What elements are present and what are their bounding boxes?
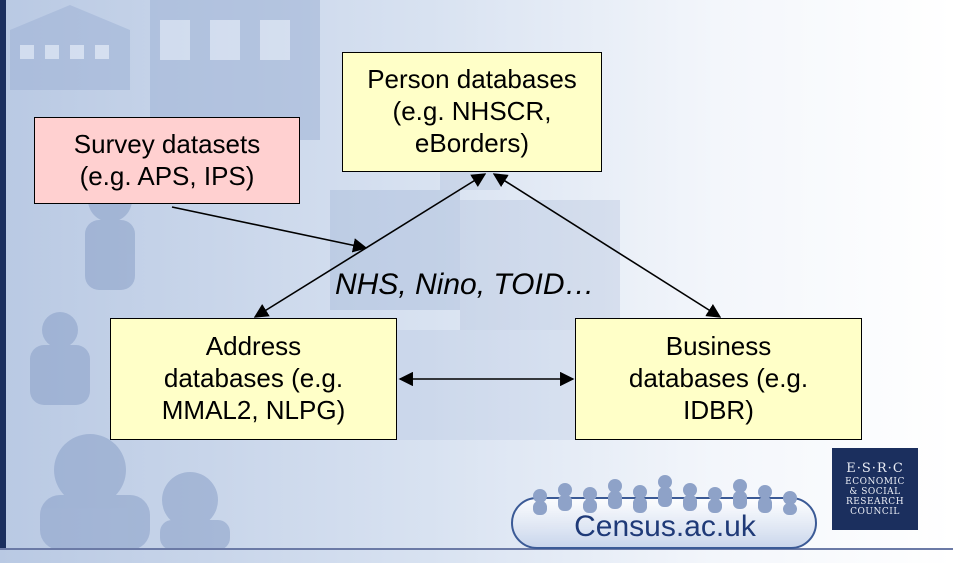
edge-survey-links (171, 206, 368, 253)
esrc-logo: E·S·R·C ECONOMIC & SOCIAL RESEARCH COUNC… (832, 448, 918, 530)
slide-edge-bottom (0, 548, 953, 550)
esrc-line: ECONOMIC (845, 477, 905, 487)
crowd-figures-icon (533, 475, 797, 515)
slide-edge-left (0, 0, 6, 548)
census-logo: Census.ac.uk (511, 475, 817, 549)
business-databases-box: Business databases (e.g. IDBR) (575, 318, 862, 440)
linking-identifiers-label: NHS, Nino, TOID… (335, 268, 595, 301)
esrc-line: COUNCIL (850, 507, 900, 517)
esrc-line: & SOCIAL (849, 487, 901, 497)
survey-datasets-box: Survey datasets (e.g. APS, IPS) (34, 117, 300, 204)
edge-person-business (492, 173, 722, 318)
esrc-line: RESEARCH (845, 497, 905, 507)
census-logo-text: Census.ac.uk (574, 510, 757, 543)
address-databases-box: Address databases (e.g. MMAL2, NLPG) (110, 318, 397, 440)
edge-address-person (253, 173, 487, 318)
esrc-letters: E·S·R·C (846, 461, 904, 476)
person-databases-box: Person databases (e.g. NHSCR, eBorders) (342, 52, 602, 172)
